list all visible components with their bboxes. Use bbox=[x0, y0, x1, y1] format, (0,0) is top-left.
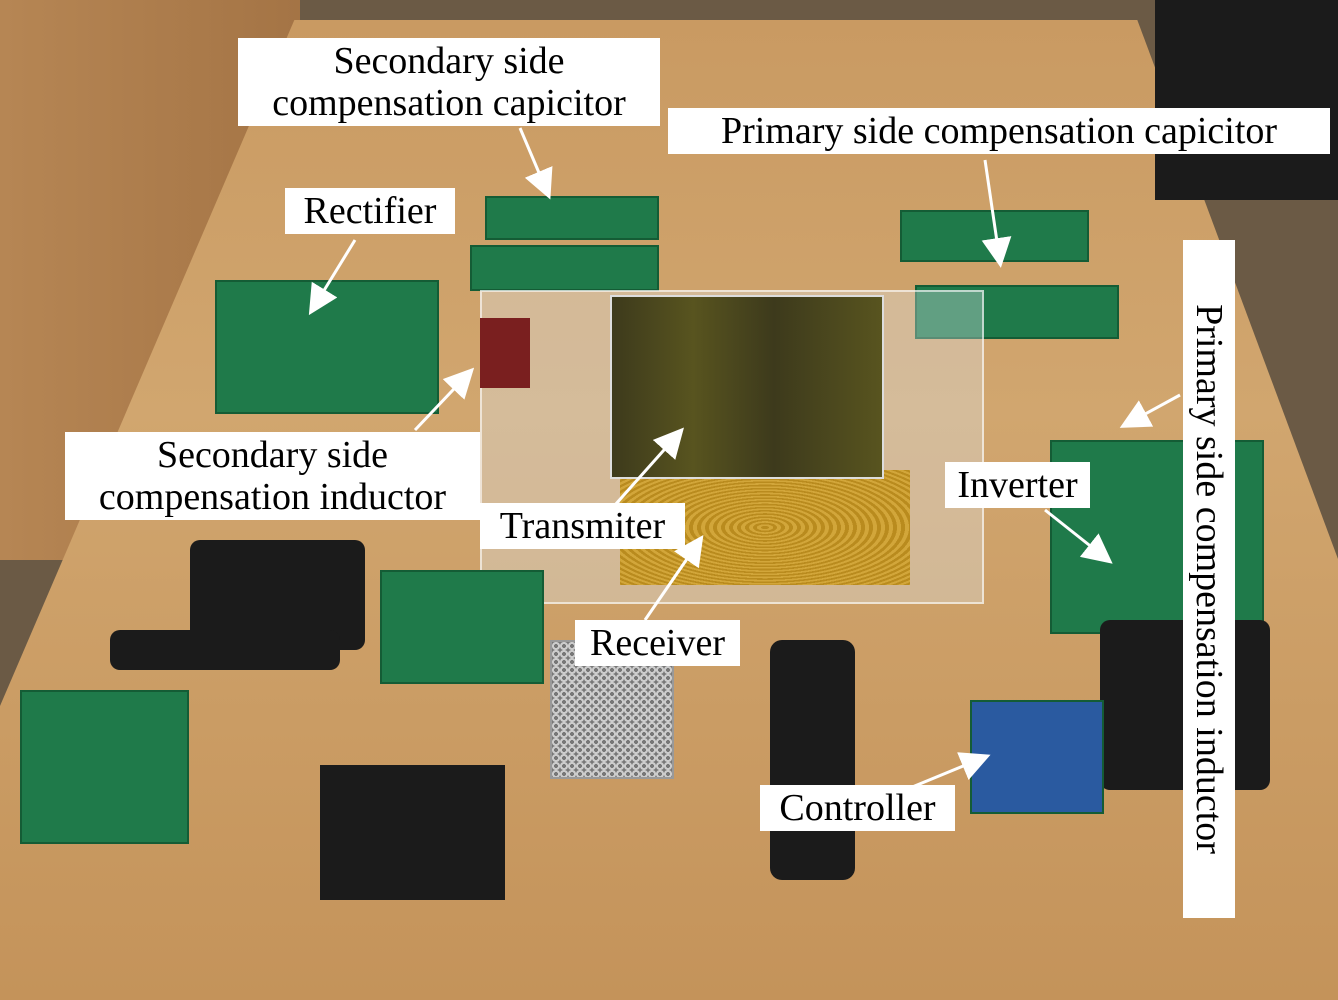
arrow-transmitter bbox=[613, 427, 684, 506]
arrow-secondary-cap bbox=[518, 127, 553, 200]
label-text: Primary side compensation inductor bbox=[1188, 304, 1230, 854]
charger-brick bbox=[770, 640, 855, 880]
label-inverter: Inverter bbox=[945, 462, 1090, 508]
controller-board bbox=[970, 700, 1104, 814]
secondary-inductor bbox=[480, 318, 530, 388]
equipment-box bbox=[1155, 0, 1338, 200]
label-controller: Controller bbox=[760, 785, 955, 831]
arrow-receiver bbox=[643, 535, 704, 621]
secondary-cap-board-2 bbox=[470, 245, 659, 291]
label-line: compensation inductor bbox=[98, 476, 447, 518]
label-line: Secondary side bbox=[333, 40, 565, 82]
black-power-supply bbox=[320, 765, 505, 900]
primary-cap-board-2 bbox=[915, 285, 1119, 339]
label-rectifier: Rectifier bbox=[285, 188, 455, 234]
label-line: compensation capicitor bbox=[272, 82, 626, 124]
aux-board bbox=[20, 690, 189, 844]
driver-board bbox=[380, 570, 544, 684]
secondary-cap-board-1 bbox=[485, 196, 659, 240]
label-line: Secondary side bbox=[156, 434, 389, 476]
arrow-secondary-inductor bbox=[413, 367, 475, 432]
label-transmitter: Transmiter bbox=[480, 503, 685, 549]
arrow-controller bbox=[904, 752, 991, 792]
current-probe bbox=[110, 630, 340, 670]
label-primary-inductor: Primary side compensation inductor bbox=[1183, 240, 1235, 918]
arrow-primary-inductor bbox=[1119, 393, 1181, 428]
arrow-primary-cap bbox=[981, 159, 1012, 268]
arrow-inverter bbox=[1044, 508, 1113, 564]
label-secondary-inductor: Secondary side compensation inductor bbox=[65, 432, 480, 520]
arrow-rectifier bbox=[308, 239, 357, 316]
label-receiver: Receiver bbox=[575, 620, 740, 666]
label-secondary-cap: Secondary side compensation capicitor bbox=[238, 38, 660, 126]
label-primary-cap: Primary side compensation capicitor bbox=[668, 108, 1330, 154]
